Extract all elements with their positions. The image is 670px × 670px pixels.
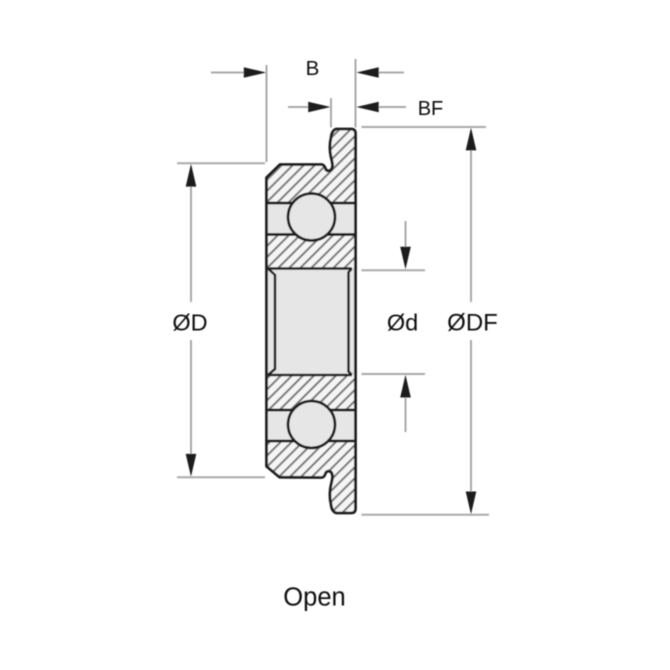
svg-text:ØDF: ØDF xyxy=(447,310,498,337)
svg-text:Ød: Ød xyxy=(387,310,418,336)
svg-text:Open: Open xyxy=(283,584,345,612)
svg-text:B: B xyxy=(306,57,320,80)
svg-text:ØD: ØD xyxy=(172,310,207,336)
svg-text:BF: BF xyxy=(418,98,444,120)
